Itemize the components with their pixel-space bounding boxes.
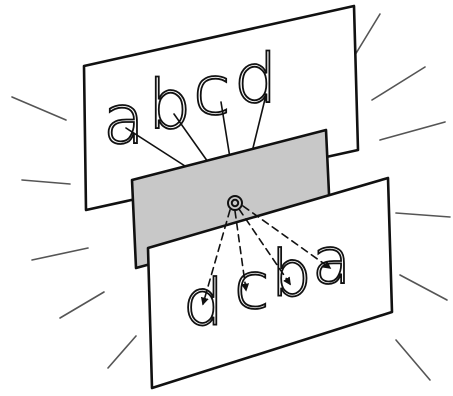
front-letter-a: a bbox=[312, 225, 351, 299]
back-letter-b: b bbox=[148, 66, 191, 145]
ray bbox=[60, 292, 104, 318]
front-letter-b: b bbox=[271, 238, 312, 312]
ray bbox=[355, 14, 380, 55]
back-letter-c: c bbox=[193, 52, 230, 131]
ray bbox=[372, 67, 425, 100]
back-letter-a: a bbox=[103, 81, 145, 160]
ray bbox=[22, 180, 70, 184]
back-letter-d: d bbox=[234, 40, 277, 119]
ray bbox=[396, 340, 430, 380]
ray bbox=[396, 213, 450, 217]
ray bbox=[380, 122, 445, 140]
ray bbox=[32, 248, 88, 260]
ray bbox=[400, 275, 447, 300]
ray bbox=[108, 336, 136, 368]
ray bbox=[12, 97, 66, 120]
front-letter-c: c bbox=[234, 250, 269, 324]
